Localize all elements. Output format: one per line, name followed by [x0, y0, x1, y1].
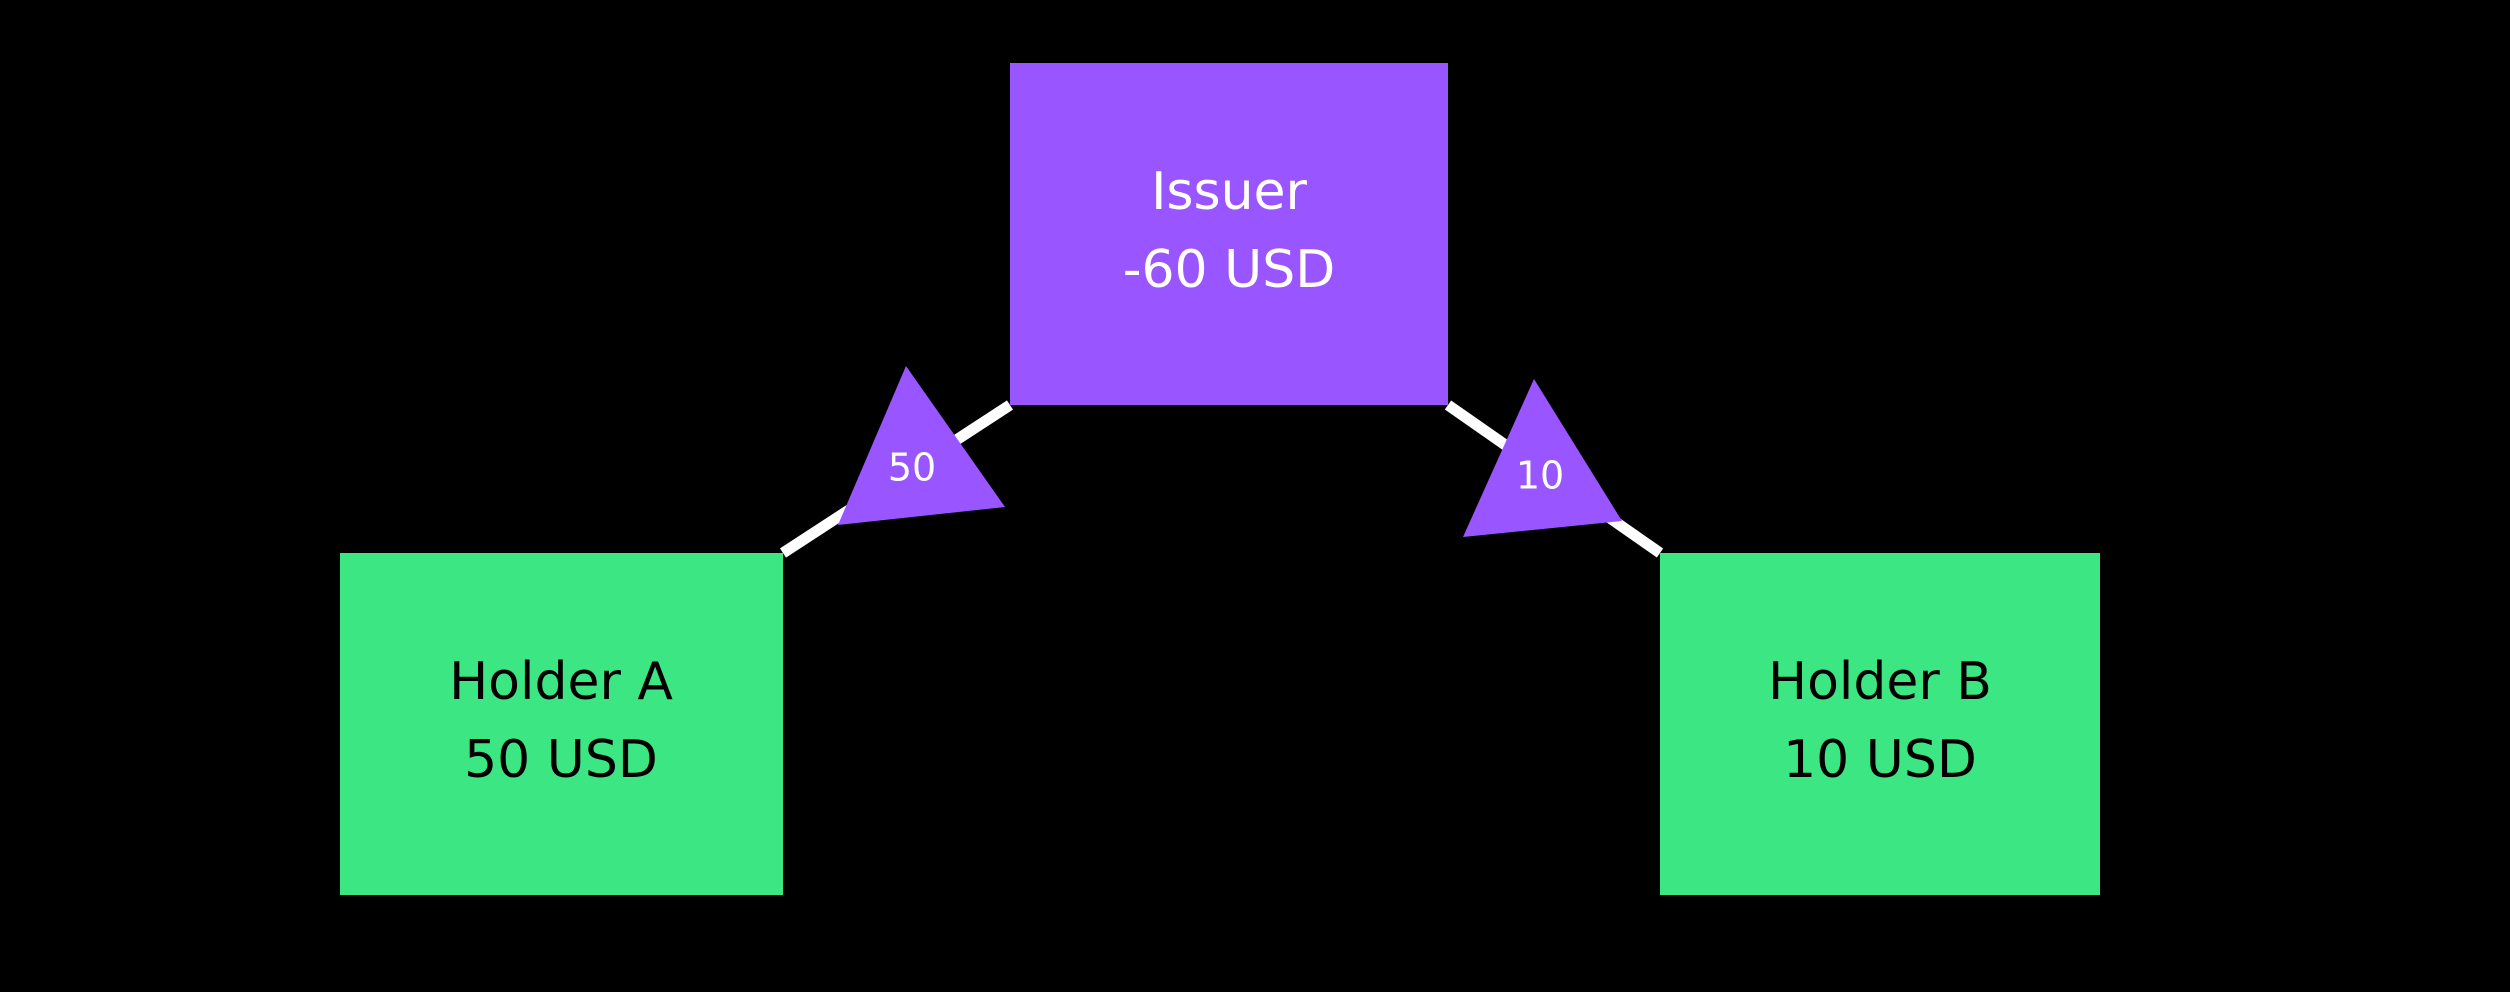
- node-holder-a-rect[interactable]: [340, 553, 783, 895]
- edge-marker-group: 50 10: [838, 366, 1622, 537]
- node-holder-b-rect[interactable]: [1660, 553, 2100, 895]
- node-issuer-name: Issuer: [1151, 162, 1307, 222]
- edge-label-issuer-to-holder-a: 50: [888, 446, 936, 490]
- node-group: Issuer -60 USD Holder A 50 USD Holder B …: [340, 63, 2100, 895]
- edge-marker-issuer-to-holder-b[interactable]: 10: [1463, 379, 1622, 537]
- node-holder-b-amount: 10 USD: [1783, 730, 1977, 790]
- edge-marker-issuer-to-holder-a[interactable]: 50: [838, 366, 1005, 525]
- node-holder-a[interactable]: Holder A 50 USD: [340, 553, 783, 895]
- node-holder-b[interactable]: Holder B 10 USD: [1660, 553, 2100, 895]
- node-issuer[interactable]: Issuer -60 USD: [1010, 63, 1448, 405]
- triangle-marker-icon[interactable]: [838, 366, 1005, 525]
- node-issuer-rect[interactable]: [1010, 63, 1448, 405]
- node-holder-a-amount: 50 USD: [464, 730, 658, 790]
- node-issuer-amount: -60 USD: [1123, 240, 1336, 300]
- node-holder-b-name: Holder B: [1768, 652, 1992, 712]
- edge-label-issuer-to-holder-b: 10: [1516, 454, 1564, 498]
- triangle-marker-icon[interactable]: [1463, 379, 1622, 537]
- node-holder-a-name: Holder A: [449, 652, 673, 712]
